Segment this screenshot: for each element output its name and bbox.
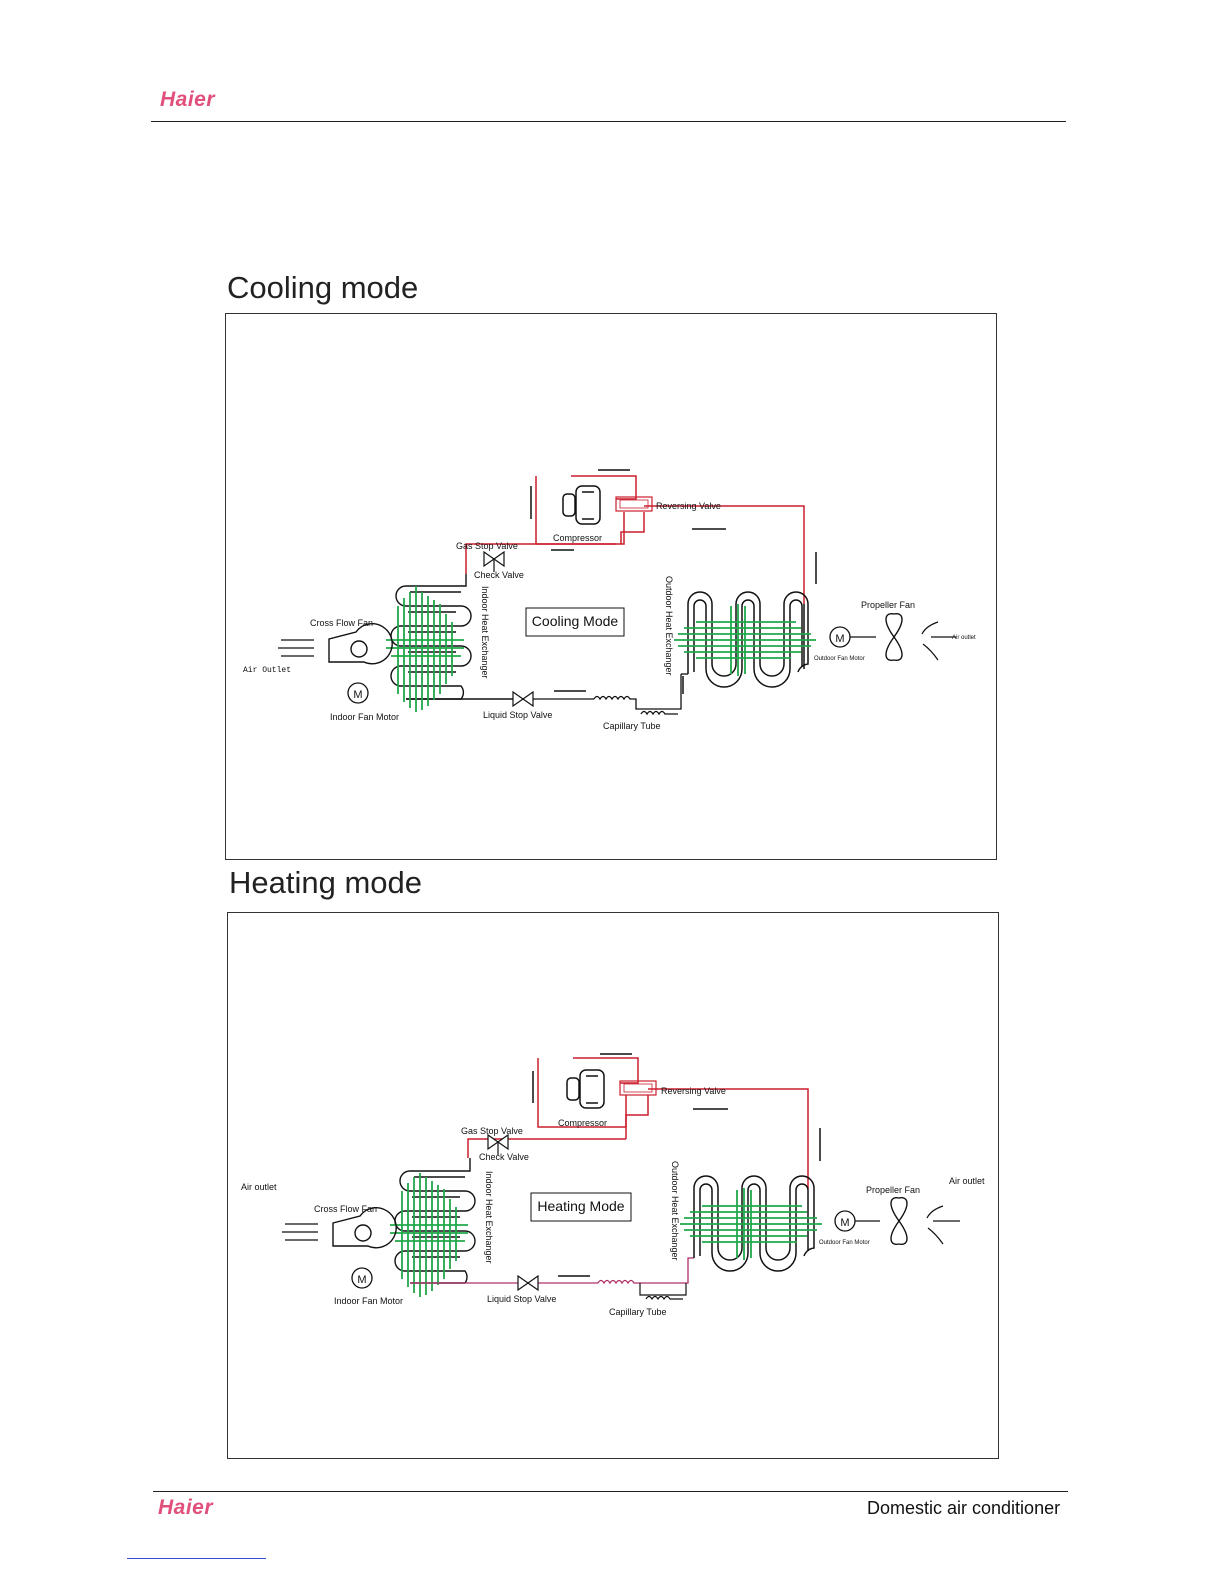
outdoor-motor-m-label: M	[840, 1217, 849, 1229]
compressor-shape	[562, 485, 601, 525]
mode-box-frame	[530, 1192, 632, 1222]
gas-stop-valve-symbol	[483, 550, 505, 572]
heating-diagram: Heating Mode Reversing Valve Compressor …	[241, 1053, 985, 1317]
cooling-diagram-panel: Cooling Mode Reversing Valve Compressor …	[225, 313, 997, 860]
liquid-stop-valve-symbol	[517, 1274, 539, 1292]
reversing-valve-shape	[615, 496, 653, 512]
check-valve-label: Check Valve	[474, 570, 524, 580]
capillary-bypass	[639, 1283, 687, 1301]
cross-flow-fan-shape	[332, 1207, 397, 1249]
reversing-valve-shape	[619, 1080, 657, 1096]
indoor-heat-exchanger-label: Indoor Heat Exchanger	[480, 586, 490, 679]
outdoor-heat-exchanger-label: Outdoor Heat Exchanger	[664, 576, 674, 676]
air-outlet-arrows-right	[921, 621, 956, 661]
outdoor-coil	[693, 1175, 815, 1272]
cooling-diagram: Cooling Mode Reversing Valve Compressor …	[243, 469, 976, 731]
indoor-coil-fins	[390, 1173, 468, 1297]
air-outlet-arrows-left	[282, 1223, 318, 1241]
outdoor-coil-fins	[674, 604, 816, 676]
propeller-fan-label: Propeller Fan	[861, 600, 915, 610]
capillary-tube-label: Capillary Tube	[603, 721, 661, 731]
haier-logo-header: Haier	[160, 88, 216, 111]
heating-diagram-panel: Heating Mode Reversing Valve Compressor …	[227, 912, 999, 1459]
liquid-stop-valve-label: Liquid Stop Valve	[483, 710, 552, 720]
indoor-fan-motor-symbol	[351, 1267, 373, 1289]
indoor-coil-fins	[386, 586, 464, 712]
footer-link-underline	[127, 1558, 266, 1559]
footer-caption: Domestic air conditioner	[867, 1498, 1061, 1518]
haier-logo-footer: Haier	[158, 1496, 214, 1519]
air-outlet-arrows-right	[926, 1205, 960, 1245]
capillary-tube-label: Capillary Tube	[609, 1307, 667, 1317]
air-outlet-left-label: Air outlet	[241, 1182, 277, 1192]
check-valve-label: Check Valve	[479, 1152, 529, 1162]
indoor-fan-motor-label: Indoor Fan Motor	[330, 712, 399, 722]
propeller-fan-shape	[885, 612, 903, 662]
compressor-loop	[467, 1057, 809, 1189]
compressor-label: Compressor	[558, 1118, 607, 1128]
gas-stop-valve-symbol	[487, 1133, 509, 1155]
air-outlet-left-label: Air Outlet	[243, 666, 291, 675]
indoor-coil	[394, 1158, 476, 1284]
liquid-line	[526, 673, 688, 716]
indoor-heat-exchanger-label: Indoor Heat Exchanger	[484, 1171, 494, 1264]
indoor-coil	[390, 574, 526, 700]
propeller-fan-shape	[890, 1196, 908, 1246]
indoor-fan-motor-symbol	[347, 682, 369, 704]
indoor-fan-motor-label: Indoor Fan Motor	[334, 1296, 403, 1306]
outdoor-coil-fins	[680, 1188, 822, 1260]
propeller-fan-label: Propeller Fan	[866, 1185, 920, 1195]
outdoor-fan-motor-label: Outdoor Fan Motor	[814, 656, 865, 662]
cross-flow-fan-label: Cross Flow Fan	[314, 1204, 377, 1214]
air-outlet-arrows-left	[278, 639, 314, 657]
header-rule	[151, 121, 1066, 122]
heating-mode-title: Heating mode	[229, 865, 423, 900]
cooling-mode-title: Cooling mode	[227, 270, 419, 305]
reversing-valve-label: Reversing Valve	[656, 501, 721, 511]
flow-arrows	[530, 469, 817, 694]
mode-box-label: Cooling Mode	[532, 613, 619, 629]
outdoor-motor-m-label: M	[835, 633, 844, 645]
liquid-stop-valve-label: Liquid Stop Valve	[487, 1294, 556, 1304]
indoor-motor-m-label: M	[357, 1274, 366, 1286]
cross-flow-fan-shape	[328, 623, 393, 665]
air-outlet-right-label: Air outlet	[949, 1176, 985, 1186]
liquid-line	[410, 1257, 694, 1285]
reversing-valve-label: Reversing Valve	[661, 1086, 726, 1096]
gas-stop-valve-label: Gas Stop Valve	[456, 541, 518, 551]
mode-box-label: Heating Mode	[537, 1198, 624, 1214]
footer-rule	[153, 1491, 1068, 1492]
mode-box-frame	[525, 607, 625, 637]
air-outlet-right-label: Air outlet	[952, 635, 976, 641]
indoor-motor-m-label: M	[353, 689, 362, 701]
outdoor-coil	[687, 591, 809, 688]
compressor-loop	[465, 475, 805, 604]
gas-stop-valve-label: Gas Stop Valve	[461, 1126, 523, 1136]
cross-flow-fan-label: Cross Flow Fan	[310, 618, 373, 628]
liquid-stop-valve-symbol	[512, 690, 534, 708]
outdoor-heat-exchanger-label: Outdoor Heat Exchanger	[670, 1161, 680, 1261]
compressor-shape	[566, 1069, 605, 1109]
outdoor-fan-motor-label: Outdoor Fan Motor	[819, 1240, 870, 1246]
flow-arrows	[532, 1053, 821, 1277]
compressor-label: Compressor	[553, 533, 602, 543]
